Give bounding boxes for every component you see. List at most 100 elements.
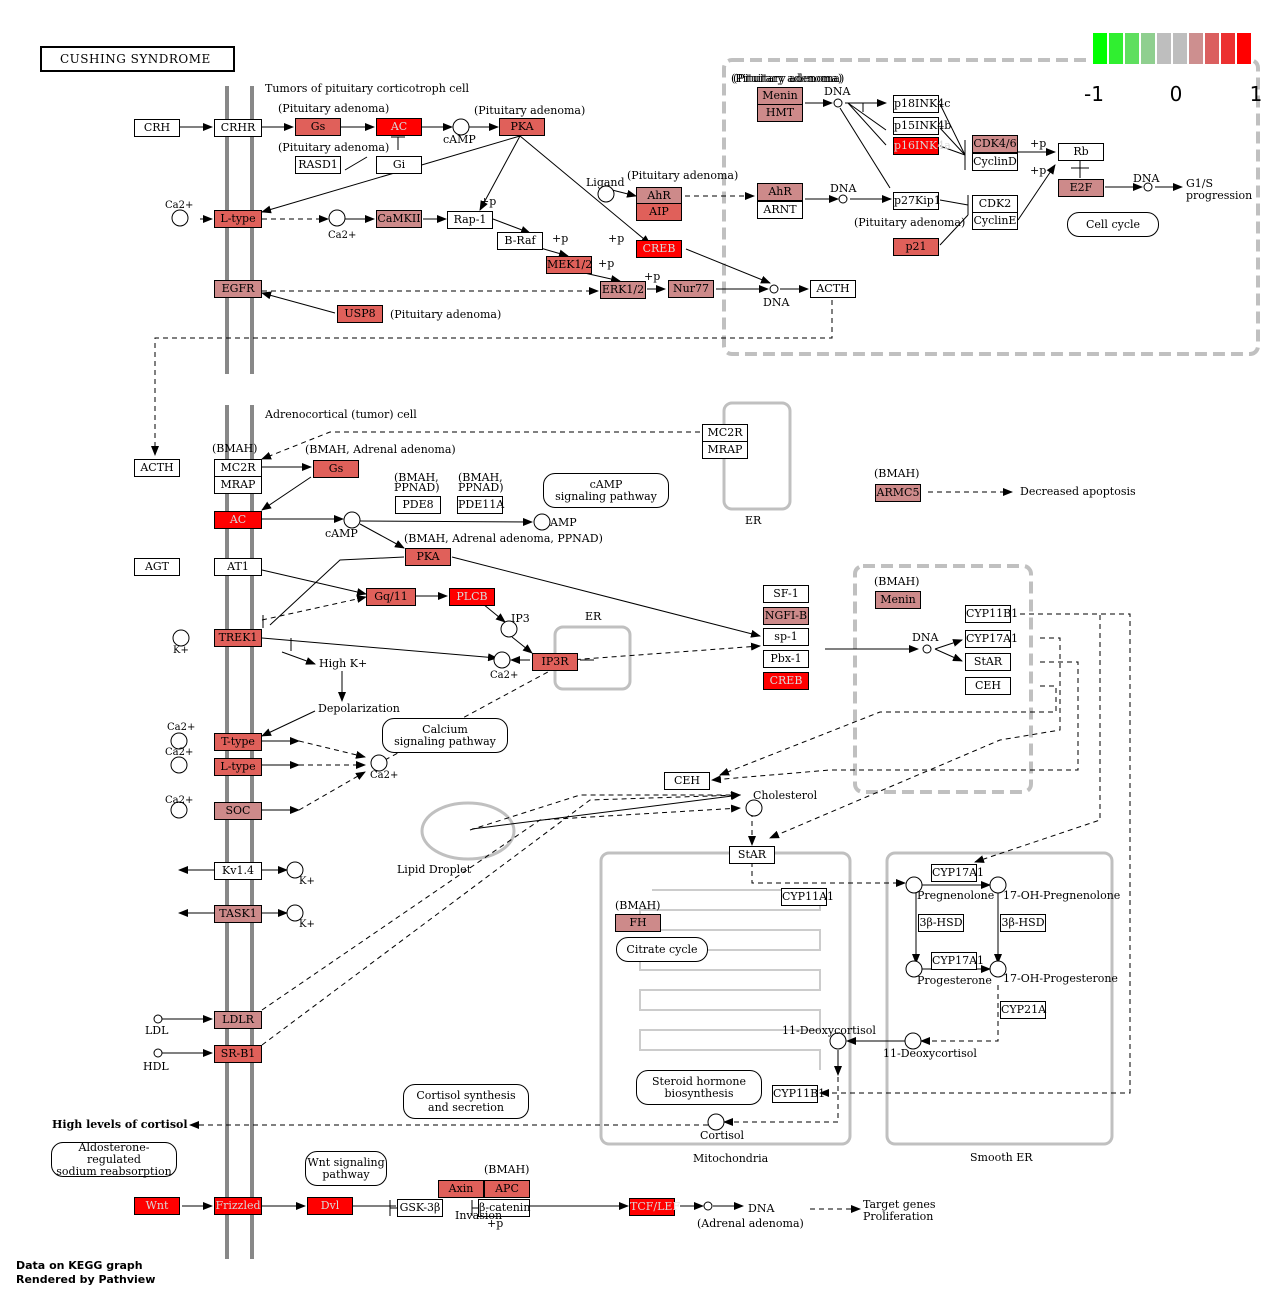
gene-node[interactable]: B-Raf (497, 232, 543, 250)
diagram-label: Progesterone (917, 974, 992, 987)
gene-node[interactable]: CaMKII (376, 210, 422, 228)
gene-node[interactable]: AIP (636, 203, 682, 221)
gene-node[interactable]: SOC (214, 802, 262, 820)
gene-node[interactable]: CyclinE (972, 212, 1018, 230)
diagram-label: Smooth ER (970, 1151, 1033, 1164)
gene-node[interactable]: CDK2 (972, 195, 1018, 213)
gene-node[interactable]: p18INK4c (893, 95, 950, 113)
pathway-map-link[interactable]: Steroid hormone biosynthesis (636, 1070, 762, 1105)
gene-node[interactable]: 3β-HSD (1000, 914, 1046, 932)
gene-node[interactable]: Frizzled (214, 1197, 262, 1215)
gene-node[interactable]: CYP11B1 (772, 1085, 825, 1103)
gene-node[interactable]: Gs (295, 118, 341, 136)
gene-node[interactable]: CYP17A1 (931, 952, 984, 970)
gene-node[interactable]: L-type (214, 758, 262, 776)
gene-node[interactable]: IP3R (532, 653, 578, 671)
gene-node[interactable]: AC (214, 511, 262, 529)
gene-node[interactable]: StAR (729, 846, 775, 864)
gene-node[interactable]: CDK4/6 (972, 135, 1018, 153)
gene-node[interactable]: L-type (214, 210, 262, 228)
gene-node[interactable]: Rb (1058, 143, 1104, 161)
gene-node[interactable]: HMT (757, 104, 803, 122)
gene-node[interactable]: LDLR (214, 1011, 262, 1029)
gene-node[interactable]: PLCB (449, 588, 495, 606)
gene-node[interactable]: MRAP (702, 441, 748, 459)
gene-node[interactable]: Wnt (134, 1197, 180, 1215)
gene-node[interactable]: ARMC5 (875, 484, 921, 502)
gene-node[interactable]: CEH (965, 677, 1011, 695)
gene-node[interactable]: MC2R (214, 459, 262, 477)
diagram-label: (Pituitary adenoma) (733, 72, 845, 85)
gene-node[interactable]: E2F (1058, 179, 1104, 197)
gene-node[interactable]: TASK1 (214, 905, 262, 923)
gene-node[interactable]: StAR (965, 653, 1011, 671)
gene-node[interactable]: CYP11B1 (965, 605, 1018, 623)
pathway-map-link[interactable]: cAMP signaling pathway (543, 473, 669, 508)
gene-node[interactable]: CYP11A1 (781, 888, 834, 906)
gene-node[interactable]: Axin (438, 1180, 484, 1198)
gene-node[interactable]: MRAP (214, 476, 262, 494)
gene-node[interactable]: TCF/LEF (629, 1198, 680, 1216)
gene-node[interactable]: Gs (313, 460, 359, 478)
gene-node[interactable]: CRH (134, 119, 180, 137)
pathway-map-link[interactable]: Cell cycle (1067, 212, 1159, 237)
gene-node[interactable]: PDE8 (395, 496, 441, 514)
gene-node[interactable]: FH (615, 914, 661, 932)
gene-node[interactable]: Pbx-1 (763, 650, 809, 668)
gene-node[interactable]: CYP17A1 (931, 864, 984, 882)
gene-node[interactable]: Gq/11 (366, 588, 416, 606)
gene-node[interactable]: ARNT (757, 201, 803, 219)
gene-node[interactable]: TREK1 (214, 629, 262, 647)
gene-node[interactable]: APC (484, 1180, 530, 1198)
gene-node[interactable]: CyclinD (972, 153, 1018, 171)
diagram-label: cAMP (325, 527, 358, 540)
gene-node[interactable]: CYP21A (1000, 1001, 1046, 1019)
gene-node[interactable]: p27Kip1 (893, 192, 941, 210)
diagram-label: Cortisol (700, 1129, 745, 1142)
gene-node[interactable]: PKA (499, 118, 545, 136)
gene-node[interactable]: p15INK4b (893, 117, 951, 135)
gene-node[interactable]: Dvl (307, 1197, 353, 1215)
gene-node[interactable]: ERK1/2 (600, 281, 646, 299)
gene-node[interactable]: T-type (214, 733, 262, 751)
gene-node[interactable]: Kv1.4 (214, 862, 262, 880)
gene-node[interactable]: Menin (875, 591, 921, 609)
gene-node[interactable]: Menin (757, 87, 803, 105)
gene-node[interactable]: CREB (763, 672, 809, 690)
gene-node[interactable]: PDE11A (457, 496, 504, 514)
gene-node[interactable]: AhR (636, 187, 682, 205)
gene-node[interactable]: RASD1 (295, 156, 341, 174)
gene-node[interactable]: PKA (405, 548, 451, 566)
gene-node[interactable]: MC2R (702, 424, 748, 442)
gene-node[interactable]: MEK1/2 (546, 256, 592, 274)
pathway-map-link[interactable]: Wnt signaling pathway (305, 1151, 387, 1186)
gene-node[interactable]: 3β-HSD (918, 914, 964, 932)
gene-node[interactable]: Gi (376, 156, 422, 174)
gene-node[interactable]: CYP17A1 (965, 630, 1018, 648)
pathway-map-link[interactable]: Calcium signaling pathway (382, 718, 508, 753)
gene-node[interactable]: SF-1 (763, 585, 809, 603)
gene-node[interactable]: AhR (757, 183, 803, 201)
gene-node[interactable]: Rap-1 (447, 211, 493, 229)
gene-node[interactable]: Nur77 (668, 280, 714, 298)
gene-node[interactable]: GSK-3β (397, 1199, 443, 1217)
gene-node[interactable]: p21 (893, 238, 939, 256)
gene-node[interactable]: AT1 (214, 558, 262, 576)
gene-node[interactable]: CEH (664, 772, 710, 790)
gene-node[interactable]: CRHR (214, 119, 262, 137)
gene-node[interactable]: p16INK4a (893, 137, 951, 155)
gene-node[interactable]: β-catenin (478, 1199, 530, 1217)
gene-node[interactable]: ACTH (810, 280, 856, 298)
pathway-map-link[interactable]: Cortisol synthesis and secretion (403, 1084, 529, 1119)
gene-node[interactable]: EGFR (214, 280, 262, 298)
gene-node[interactable]: SR-B1 (214, 1045, 262, 1063)
gene-node[interactable]: ACTH (134, 459, 180, 477)
gene-node[interactable]: AC (376, 118, 422, 136)
pathway-map-link[interactable]: Citrate cycle (616, 937, 708, 962)
gene-node[interactable]: sp-1 (763, 628, 809, 646)
gene-node[interactable]: USP8 (337, 305, 383, 323)
gene-node[interactable]: NGFI-B (763, 607, 809, 625)
gene-node[interactable]: CREB (636, 240, 682, 258)
pathway-map-link[interactable]: Aldosterone-regulated sodium reabsorptio… (51, 1141, 177, 1177)
gene-node[interactable]: AGT (134, 558, 180, 576)
